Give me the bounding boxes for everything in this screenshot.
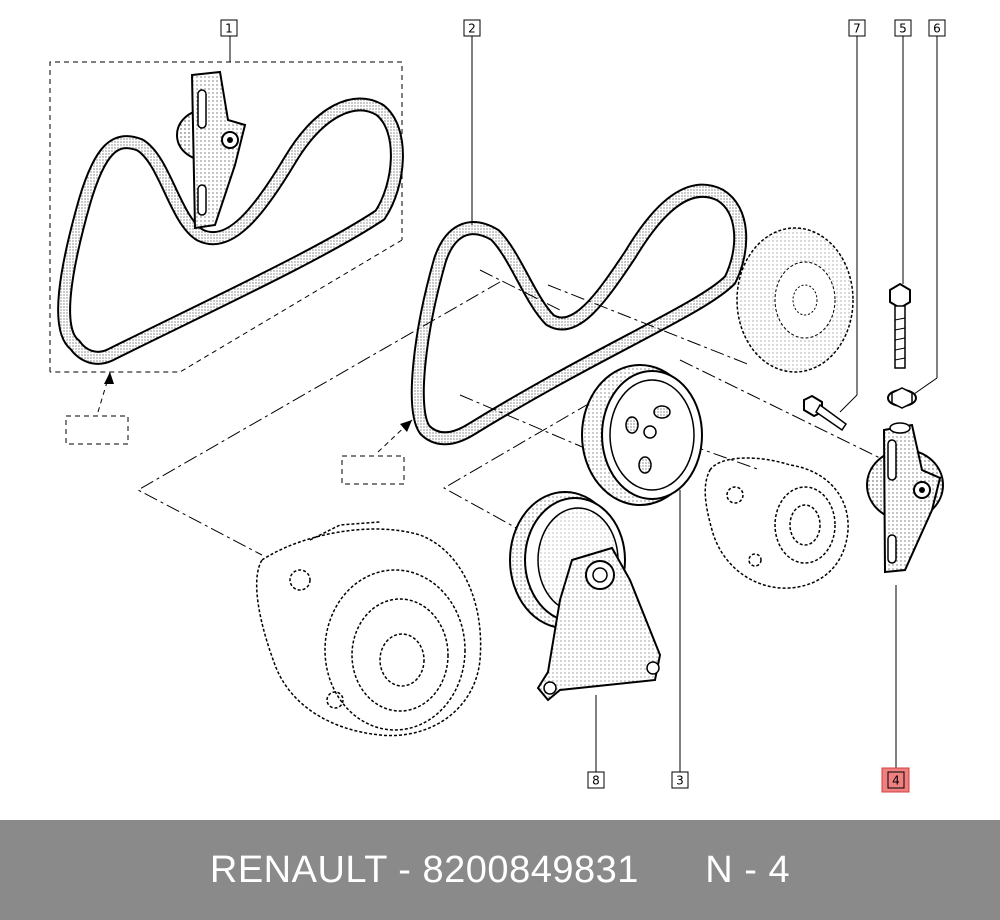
callout-7[interactable]: 7 bbox=[848, 19, 866, 37]
callout-6-label: 6 bbox=[933, 22, 941, 36]
callout-2-label: 2 bbox=[468, 22, 476, 36]
alternator-ghost-drawing bbox=[255, 521, 482, 737]
detail-pointer-1 bbox=[65, 371, 129, 445]
callout-6[interactable]: 6 bbox=[928, 19, 946, 37]
tensioner-4-drawing bbox=[866, 422, 944, 574]
pulley-3-drawing bbox=[581, 364, 703, 506]
callout-3-label: 3 bbox=[676, 774, 684, 788]
steering-pump-ghost-drawing bbox=[704, 457, 849, 589]
callout-1[interactable]: 1 bbox=[220, 19, 238, 37]
belt-1-drawing bbox=[57, 97, 404, 365]
bolt-7-drawing bbox=[803, 394, 848, 432]
callout-1-label: 1 bbox=[225, 22, 233, 36]
footer-bar: RENAULT - 8200849831 N - 4 bbox=[0, 820, 1000, 920]
belt-2-drawing bbox=[410, 183, 748, 446]
callout-5-label: 5 bbox=[899, 22, 907, 36]
idler-pulley-8-drawing bbox=[509, 491, 662, 702]
footer-reference: N - 4 bbox=[705, 848, 791, 891]
callout-7-label: 7 bbox=[853, 22, 861, 36]
callout-4-highlighted[interactable]: 4 bbox=[881, 767, 910, 793]
callout-5[interactable]: 5 bbox=[894, 19, 912, 37]
footer-part-number: 8200849831 bbox=[422, 848, 639, 891]
footer-brand: RENAULT bbox=[209, 848, 388, 891]
callout-8[interactable]: 8 bbox=[587, 771, 605, 789]
callout-2[interactable]: 2 bbox=[463, 19, 481, 37]
belt-drive-exploded-diagram: 1 2 7 5 6 8 3 4 bbox=[49, 19, 946, 793]
leader-lines bbox=[229, 36, 938, 772]
callout-4-label: 4 bbox=[892, 774, 900, 788]
tensioner-in-detail-drawing bbox=[176, 70, 247, 230]
washer-6-drawing bbox=[887, 387, 917, 409]
detail-pointer-2 bbox=[341, 419, 413, 485]
callout-3[interactable]: 3 bbox=[671, 771, 689, 789]
callout-8-label: 8 bbox=[592, 774, 600, 788]
crankshaft-pulley-drawing bbox=[736, 227, 854, 373]
footer-text: RENAULT - 8200849831 N - 4 bbox=[209, 848, 791, 891]
bolt-5-drawing bbox=[889, 282, 911, 369]
